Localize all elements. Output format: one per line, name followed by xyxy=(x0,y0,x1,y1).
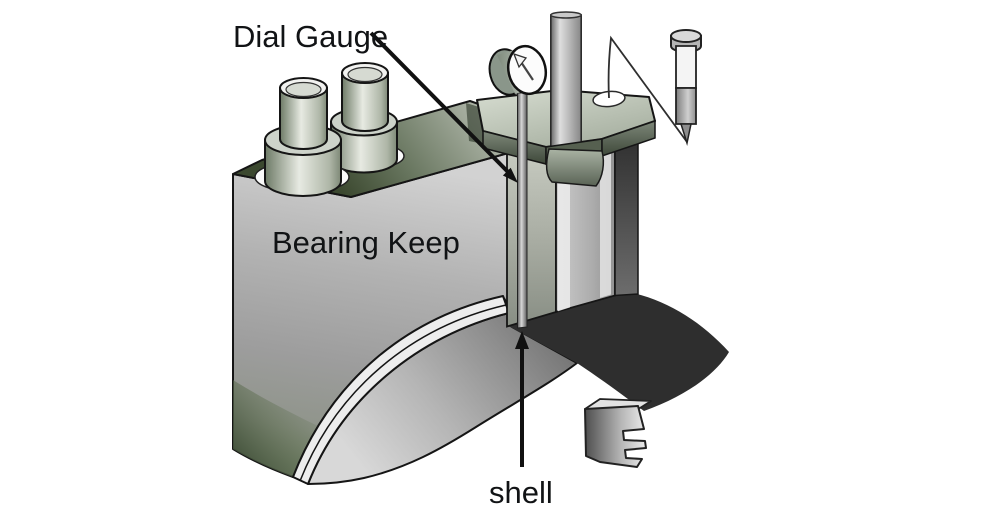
pin-cap-top xyxy=(670,29,702,43)
probe-assembly xyxy=(607,29,702,146)
support-post-top xyxy=(550,11,582,19)
feeler-block-front xyxy=(584,405,647,468)
gauge-stem xyxy=(517,92,528,329)
pin-body-upper xyxy=(675,45,697,89)
annotation-dial-gauge: Dial Gauge xyxy=(233,19,518,183)
stud-right-upper xyxy=(341,72,389,132)
stud-right-top xyxy=(347,66,383,83)
feeler-block xyxy=(584,398,652,468)
gauge-needle-tail xyxy=(520,61,534,81)
bracket-clamp-block xyxy=(545,148,605,187)
dial-gauge-arrow-head xyxy=(502,167,518,183)
shell-label: shell xyxy=(489,475,553,510)
shell-strip xyxy=(508,291,729,411)
gauge-needle-head xyxy=(512,52,528,69)
column-right-face xyxy=(614,129,639,297)
stud-left-upper xyxy=(279,87,328,150)
shell-arrow-head xyxy=(515,331,529,349)
annotation-shell: shell xyxy=(489,331,553,510)
stud-left-top xyxy=(285,81,322,98)
probe-wire xyxy=(607,35,688,143)
dial-gauge-label: Dial Gauge xyxy=(233,19,388,54)
bearing-rim-split-line xyxy=(299,304,507,482)
bearing-rim-band xyxy=(292,295,510,485)
dial-gauge xyxy=(488,44,548,329)
pin-body-lower xyxy=(675,87,697,125)
support-post xyxy=(550,14,582,151)
stud-left xyxy=(254,77,350,197)
keep-front-shading xyxy=(233,380,320,477)
stud-right xyxy=(321,62,405,174)
pin-tip xyxy=(679,123,692,146)
dial-gauge-arrow-line xyxy=(369,31,510,174)
probe-pin xyxy=(670,29,702,146)
bearing-keep-label: Bearing Keep xyxy=(272,225,460,260)
